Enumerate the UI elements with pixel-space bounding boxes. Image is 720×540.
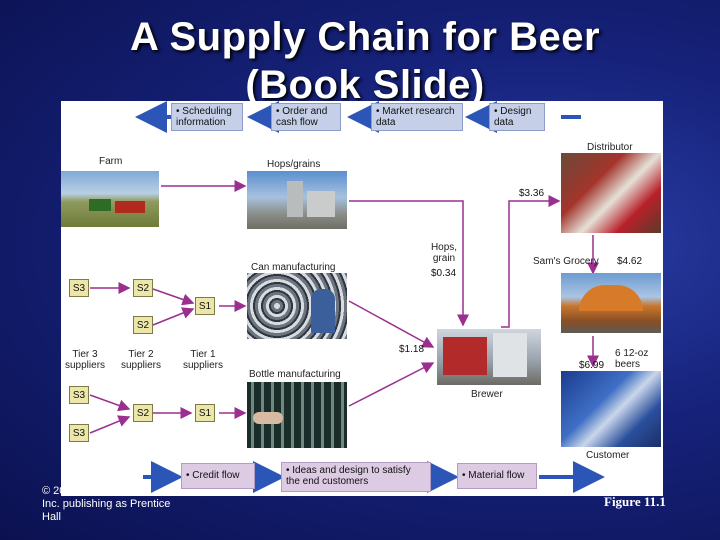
- hops-grains-photo: [247, 171, 347, 229]
- farm-photo: [61, 171, 159, 227]
- supply-chain-figure: • Scheduling information • Order and cas…: [61, 101, 663, 496]
- flow-design-data: • Design data: [489, 103, 545, 131]
- brewer-label: Brewer: [471, 389, 503, 400]
- supplier-s2-top: S2: [133, 279, 153, 297]
- distributor-price: $3.36: [519, 188, 545, 199]
- grocery-price: $4.62: [617, 256, 643, 267]
- brewer-price: $1.18: [399, 344, 425, 355]
- flow-ideas-and-design: • Ideas and design to satisfy the end cu…: [281, 462, 431, 492]
- customer-label: Customer: [586, 450, 630, 461]
- sams-grocery-photo: [561, 273, 661, 333]
- hops-grains-label: Hops/grains: [267, 159, 321, 170]
- material-arrows: [89, 180, 599, 434]
- supplier-s2-bottom: S2: [133, 404, 153, 422]
- tier3-suppliers-label: Tier 3 suppliers: [65, 349, 106, 371]
- can-manufacturing-photo: [247, 273, 347, 339]
- flow-market-research-data: • Market research data: [371, 103, 463, 131]
- flow-credit: • Credit flow: [181, 463, 255, 489]
- slide-title-line1: A Supply Chain for Beer: [129, 15, 601, 59]
- flow-scheduling-information: • Scheduling information: [171, 103, 243, 131]
- figure-label: Figure 11.1: [604, 494, 666, 509]
- distributor-photo: [561, 153, 661, 233]
- beers-label: 6 12-oz beers: [615, 348, 649, 370]
- distributor-label: Distributor: [587, 142, 633, 153]
- bottle-manufacturing-label: Bottle manufacturing: [249, 369, 341, 380]
- supplier-s3-bottom-a: S3: [69, 386, 89, 404]
- supplier-s3-top: S3: [69, 279, 89, 297]
- tier1-suppliers-label: Tier 1 suppliers: [182, 349, 224, 371]
- flow-material: • Material flow: [457, 463, 537, 489]
- beers-price: $6.99: [579, 360, 605, 371]
- customer-photo: [561, 371, 661, 447]
- hops-grain-label: Hops, grain: [430, 242, 458, 264]
- figure-arrows: [89, 101, 605, 493]
- supplier-s1-bottom: S1: [195, 404, 215, 422]
- tier2-suppliers-label: Tier 2 suppliers: [120, 349, 162, 371]
- can-manufacturing-label: Can manufacturing: [251, 262, 336, 273]
- flow-order-and-cash: • Order and cash flow: [271, 103, 341, 131]
- sams-grocery-label: Sam's Grocery: [533, 256, 599, 267]
- supplier-s2-middle: S2: [133, 316, 153, 334]
- farm-label: Farm: [99, 156, 123, 167]
- bottle-manufacturing-photo: [247, 382, 347, 448]
- supplier-s1-top: S1: [195, 297, 215, 315]
- brewer-photo: [437, 329, 541, 385]
- supplier-s3-bottom-b: S3: [69, 424, 89, 442]
- hops-grain-price: $0.34: [431, 268, 457, 279]
- slide-title-line2: (Book Slide): [245, 63, 485, 107]
